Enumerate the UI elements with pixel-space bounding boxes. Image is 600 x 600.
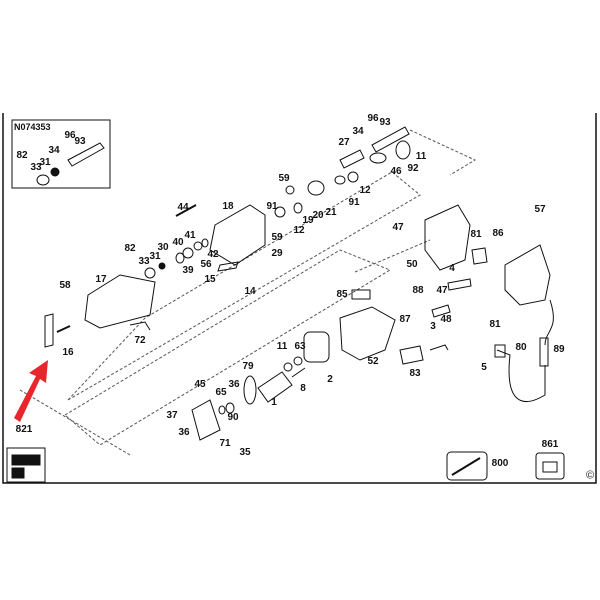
part-label: 31: [149, 251, 161, 262]
part-label: 861: [541, 439, 559, 450]
part-label: 15: [204, 274, 216, 285]
part-label: 34: [352, 126, 364, 137]
part-label: 48: [440, 314, 452, 325]
label-box: [6, 447, 46, 483]
part-label: 42: [207, 249, 219, 260]
part-label: 56: [200, 259, 212, 270]
part-label: 5: [481, 362, 487, 373]
inset-box: [11, 119, 111, 189]
part-label: 37: [166, 410, 178, 421]
part-label: 12: [359, 185, 371, 196]
part-label: 91: [348, 197, 360, 208]
part-label: 19: [302, 215, 314, 226]
part-label: 17: [95, 274, 107, 285]
part-label: 4: [449, 263, 455, 274]
inset-part-label: 31: [39, 157, 51, 168]
part-label: 72: [134, 335, 146, 346]
part-label: 29: [271, 248, 283, 259]
handle-right: [504, 244, 551, 306]
part-label: 90: [227, 412, 239, 423]
part-label: 83: [409, 368, 421, 379]
part-label: 47: [436, 285, 448, 296]
part-label: 47: [392, 222, 404, 233]
part-label: 82: [124, 243, 136, 254]
inset-part-label: 93: [74, 136, 86, 147]
part-label: 52: [367, 356, 379, 367]
part-label: 46: [390, 166, 402, 177]
part-label: 88: [412, 285, 424, 296]
inset-part-label: 33: [30, 162, 42, 173]
part-label: 85: [336, 289, 348, 300]
motor-housing: [339, 306, 396, 361]
part-label: 33: [138, 256, 150, 267]
handle-left: [424, 204, 471, 271]
inset-shaft: [67, 142, 105, 167]
part-label: 21: [325, 207, 337, 218]
part-label: 18: [222, 201, 234, 212]
part-label: 36: [178, 427, 190, 438]
part-label: 36: [228, 379, 240, 390]
part-label: 821: [15, 424, 33, 435]
part-label: 20: [312, 210, 324, 221]
part-label: 59: [271, 232, 283, 243]
part-label: 11: [415, 151, 427, 162]
part-label: 1: [271, 397, 277, 408]
part-label: 57: [534, 204, 546, 215]
part-label: 86: [492, 228, 504, 239]
part-label: 63: [294, 341, 306, 352]
grease-box: [446, 451, 488, 481]
part-label: 39: [182, 265, 194, 276]
part-label: 91: [266, 201, 278, 212]
part-label: 87: [399, 314, 411, 325]
inset-part-label: 96: [64, 130, 76, 141]
part-label: 81: [489, 319, 501, 330]
part-label: 71: [219, 438, 231, 449]
kitbox-box: [535, 452, 565, 480]
part-label: 50: [406, 259, 418, 270]
part-label: 14: [244, 286, 256, 297]
part-label: 30: [157, 242, 169, 253]
end-cap: [191, 399, 221, 441]
part-label: 79: [242, 361, 254, 372]
part-label: 59: [278, 173, 290, 184]
part-label: 27: [338, 137, 350, 148]
part-label: 44: [177, 202, 189, 213]
copyright-icon: ©: [585, 469, 595, 482]
nose-housing: [84, 274, 156, 329]
frame-border: [2, 113, 597, 484]
part-label: 35: [239, 447, 251, 458]
part-label: 58: [59, 280, 71, 291]
part-label: 40: [172, 237, 184, 248]
inset-title: N074353: [14, 122, 51, 132]
gear-housing: [209, 204, 266, 266]
part-label: 65: [215, 387, 227, 398]
red-arrow-icon: [14, 360, 48, 422]
part-label: 93: [379, 117, 391, 128]
part-label: 96: [367, 113, 379, 124]
part-label: 89: [553, 344, 565, 355]
part-label: 3: [430, 321, 436, 332]
part-label: 2: [327, 374, 333, 385]
part-label: 8: [300, 383, 306, 394]
part-label: 92: [407, 163, 419, 174]
part-label: 81: [470, 229, 482, 240]
part-label: 11: [276, 341, 288, 352]
inset-part-label: 34: [48, 145, 60, 156]
assembly-lines: [19, 129, 477, 456]
part-label: 12: [293, 225, 305, 236]
armature: [257, 371, 293, 403]
part-label: 45: [194, 379, 206, 390]
part-label: 16: [62, 347, 74, 358]
part-label: 80: [515, 342, 527, 353]
part-label: 41: [184, 230, 196, 241]
part-label: 800: [491, 458, 509, 469]
inset-part-label: 82: [16, 150, 28, 161]
